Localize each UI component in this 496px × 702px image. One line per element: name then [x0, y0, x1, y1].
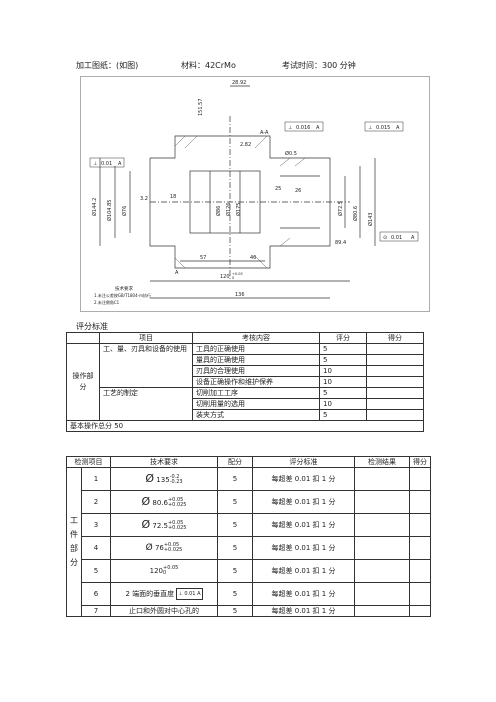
- svg-text:⊥: ⊥: [368, 125, 372, 131]
- svg-text:1.未注公差按GB/T1804-m执行: 1.未注公差按GB/T1804-m执行: [94, 292, 151, 298]
- svg-text:136: 136: [235, 292, 245, 298]
- technical-drawing: 28.92 151.57 A-A 2.82 Ø144.2 Ø104.85 Ø76…: [80, 76, 430, 312]
- svg-text:Ø0.5: Ø0.5: [285, 150, 297, 157]
- svg-text:151.57: 151.57: [198, 99, 204, 117]
- svg-text:A: A: [411, 235, 415, 241]
- svg-text:A-A: A-A: [260, 130, 269, 136]
- svg-text:26: 26: [295, 188, 301, 194]
- svg-text:A: A: [118, 161, 122, 167]
- svg-text:A: A: [316, 125, 320, 131]
- svg-text:89.4: 89.4: [335, 240, 346, 246]
- svg-text:46: 46: [250, 255, 256, 261]
- svg-text:3.2: 3.2: [140, 196, 148, 202]
- svg-text:0: 0: [232, 276, 234, 280]
- svg-text:120: 120: [220, 274, 230, 280]
- svg-text:28.92: 28.92: [232, 80, 246, 86]
- header-drawing: 加工图纸：(如图): [76, 61, 139, 70]
- svg-text:Ø80.6: Ø80.6: [352, 206, 359, 221]
- svg-text:Ø86: Ø86: [215, 206, 222, 216]
- svg-text:Ø175: Ø175: [235, 203, 242, 216]
- svg-text:18: 18: [170, 194, 176, 200]
- svg-text:Ø72.5: Ø72.5: [337, 201, 344, 216]
- scoring-caption: 评分标准: [76, 322, 108, 331]
- svg-text:2.未注倒角C1: 2.未注倒角C1: [94, 299, 120, 305]
- svg-text:Ø126: Ø126: [225, 203, 232, 216]
- svg-text:⊥: ⊥: [288, 125, 292, 131]
- svg-text:+0.05: +0.05: [232, 272, 243, 276]
- svg-text:Ø143: Ø143: [367, 213, 374, 226]
- svg-text:⊙: ⊙: [383, 235, 387, 241]
- svg-text:Ø144.2: Ø144.2: [91, 198, 98, 216]
- svg-text:0.01: 0.01: [101, 161, 112, 167]
- header-time: 考试时间：300 分钟: [282, 61, 356, 70]
- svg-text:0.01: 0.01: [391, 235, 402, 241]
- svg-text:A: A: [396, 125, 400, 131]
- workpiece-score-table: 检测项目 技术要求 配分 评分标准 检测结果 得分 工件部分 1 Ø 135-0…: [66, 456, 431, 617]
- svg-text:Ø76: Ø76: [121, 206, 128, 216]
- svg-text:25: 25: [275, 186, 281, 192]
- svg-text:0.015: 0.015: [376, 125, 390, 131]
- svg-text:⊥: ⊥: [93, 161, 97, 167]
- header-material: 材料：42CrMo: [181, 61, 236, 70]
- svg-text:57: 57: [200, 255, 206, 261]
- svg-text:A: A: [175, 270, 179, 276]
- svg-text:2.82: 2.82: [240, 142, 251, 148]
- svg-text:Ø104.85: Ø104.85: [106, 200, 113, 221]
- svg-text:0.016: 0.016: [296, 125, 310, 131]
- svg-text:技术要求: 技术要求: [115, 285, 133, 292]
